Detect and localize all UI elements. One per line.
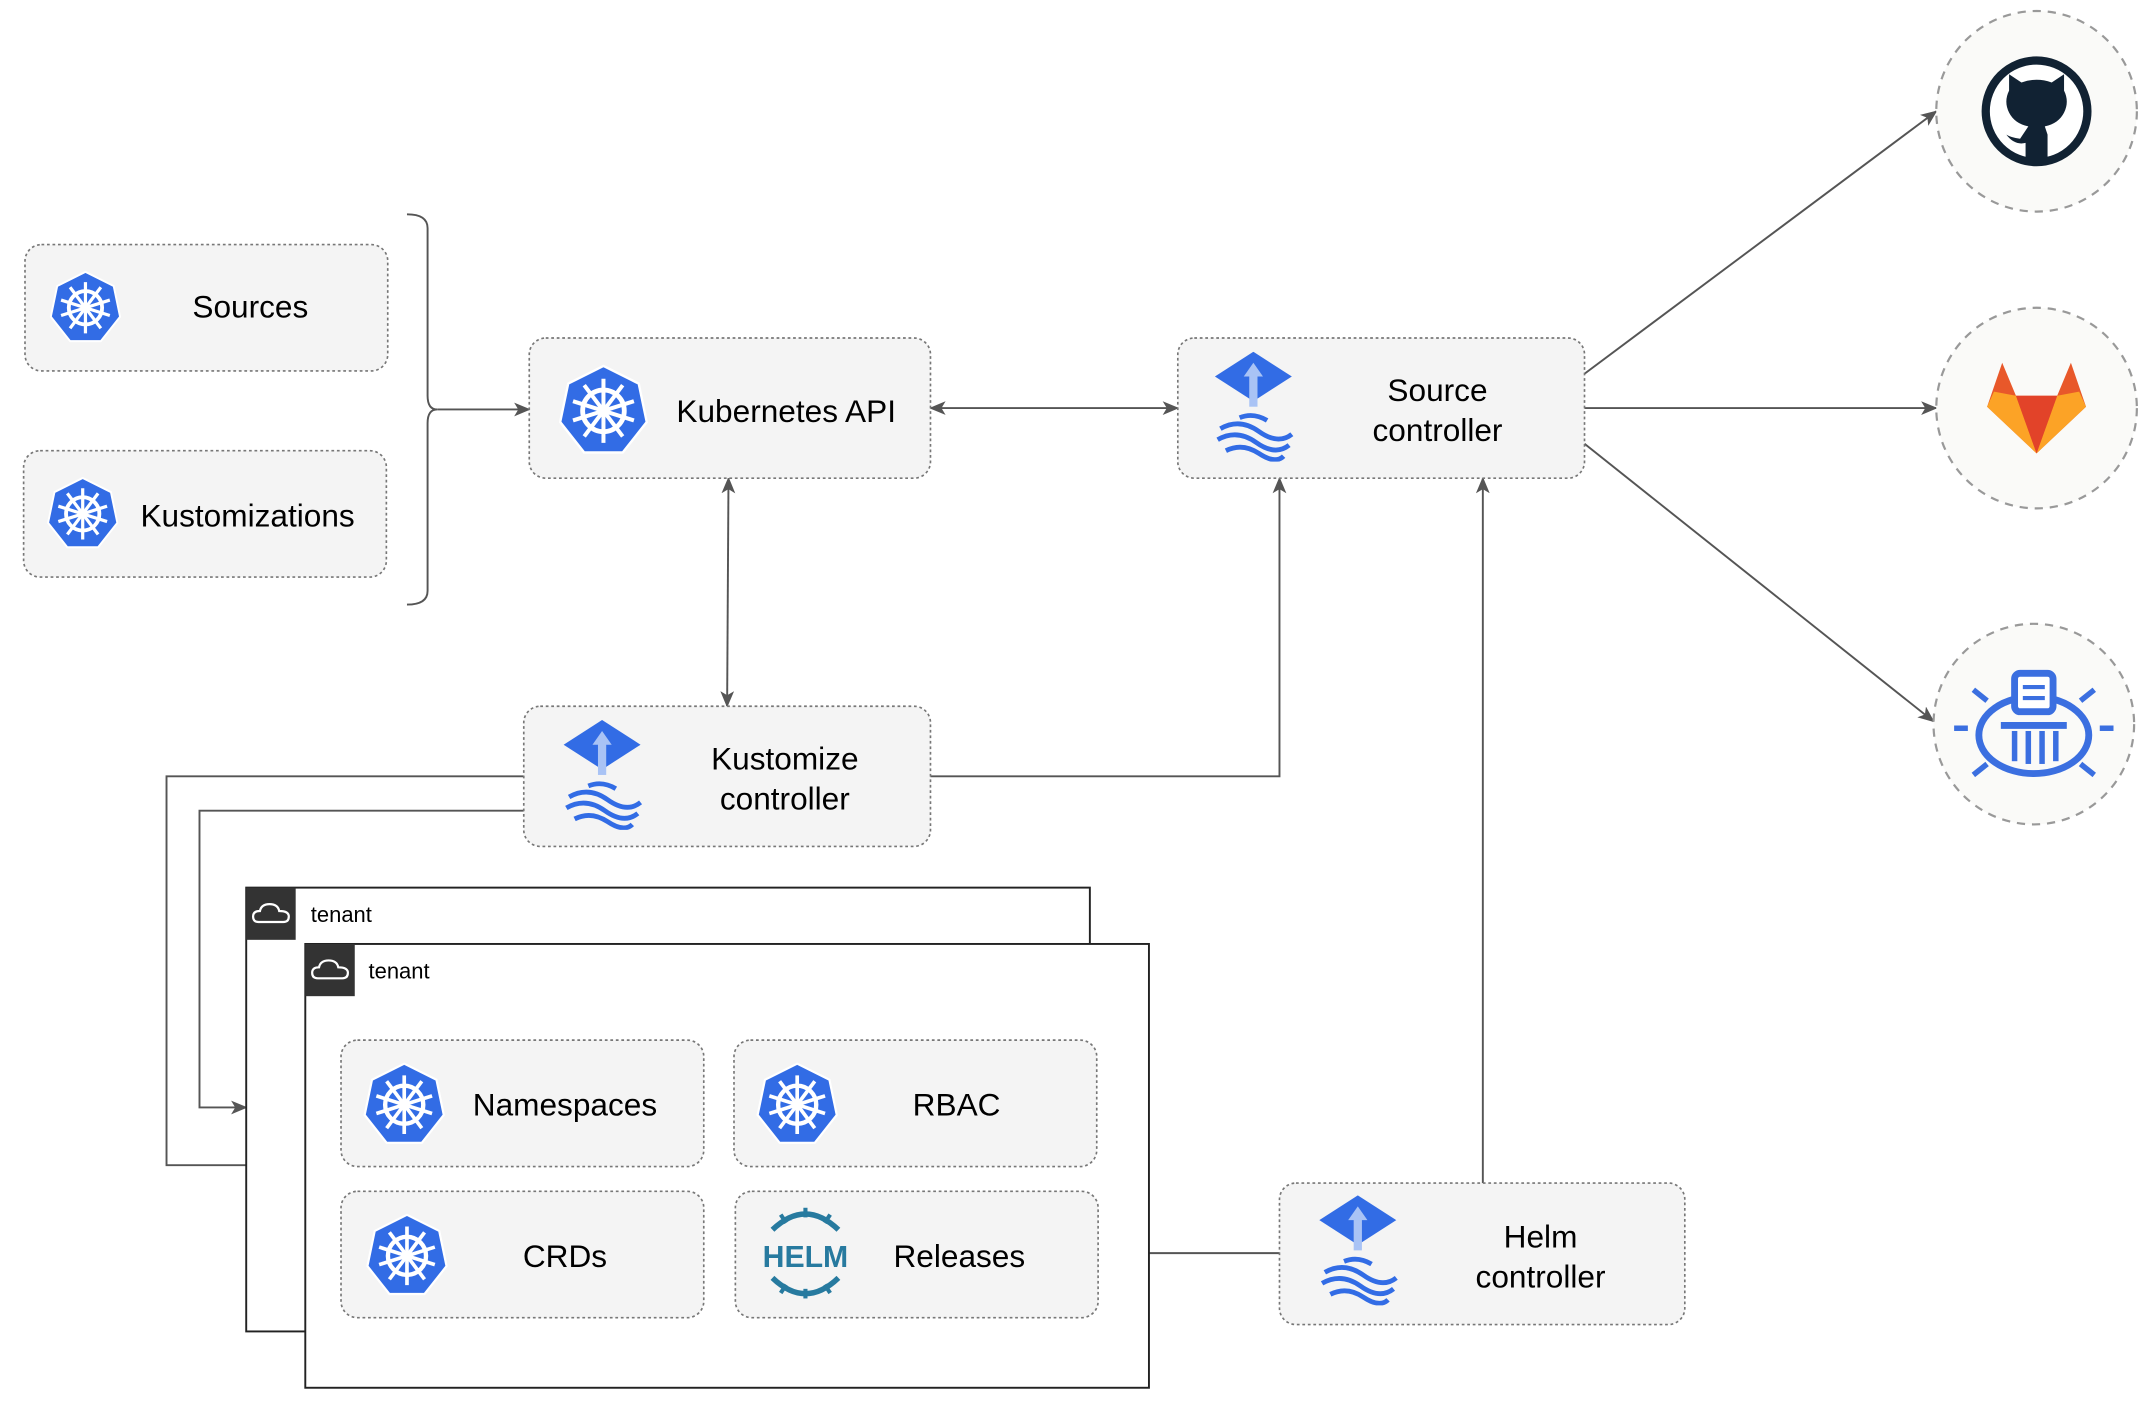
svg-text:Source: Source	[1387, 372, 1487, 408]
edge-kustomize-tenant-back	[198, 809, 524, 1115]
node-namespaces[interactable]: Namespaces	[340, 1039, 705, 1168]
svg-text:CRDs: CRDs	[523, 1238, 607, 1274]
edge-kustomize-source	[930, 476, 1287, 778]
node-rbac[interactable]: RBAC	[733, 1039, 1098, 1168]
svg-text:controller: controller	[720, 780, 850, 816]
svg-text:HELM: HELM	[763, 1241, 849, 1274]
edge-source-bucket	[1583, 443, 1935, 723]
edge-kustomize-tenant-front	[165, 775, 524, 1173]
node-kustomize-controller[interactable]: Kustomize controller	[522, 705, 932, 848]
tenant-front[interactable]: tenant Namespaces RBAC CRDs HELM Release…	[304, 942, 1150, 1389]
svg-text:Helm: Helm	[1504, 1219, 1578, 1255]
svg-text:tenant: tenant	[369, 958, 430, 983]
github-icon	[1981, 56, 2092, 167]
node-source-controller[interactable]: Source controller	[1176, 337, 1586, 479]
node-kubernetes-api[interactable]: Kubernetes API	[528, 337, 932, 479]
svg-text:RBAC: RBAC	[913, 1087, 1001, 1123]
helm-icon: HELM	[763, 1207, 849, 1299]
svg-text:Kustomizations: Kustomizations	[140, 497, 354, 533]
node-kustomizations[interactable]: Kustomizations	[22, 449, 388, 578]
external-github[interactable]	[1935, 9, 2138, 213]
brace	[406, 213, 438, 606]
svg-text:Kustomize: Kustomize	[711, 740, 858, 776]
svg-text:tenant: tenant	[311, 902, 372, 927]
external-gitlab[interactable]	[1935, 306, 2138, 510]
connectors	[165, 110, 1938, 1260]
svg-text:controller: controller	[1476, 1258, 1606, 1294]
bucket-icon	[1954, 669, 2114, 778]
svg-text:Sources: Sources	[192, 288, 308, 324]
edge-source-github	[1583, 110, 1938, 375]
node-helm-controller[interactable]: Helm controller	[1278, 1182, 1686, 1326]
node-sources[interactable]: Sources	[24, 243, 389, 372]
svg-text:controller: controller	[1373, 412, 1503, 448]
node-releases[interactable]: HELM Releases	[734, 1190, 1099, 1319]
external-bucket[interactable]	[1932, 622, 2136, 826]
svg-text:Kubernetes API: Kubernetes API	[676, 393, 896, 429]
gitlab-icon	[1987, 362, 2087, 454]
svg-text:Namespaces: Namespaces	[473, 1087, 657, 1123]
edge-api-kustomize	[720, 476, 736, 708]
svg-text:Releases: Releases	[893, 1238, 1025, 1274]
node-crds[interactable]: CRDs	[340, 1190, 705, 1319]
